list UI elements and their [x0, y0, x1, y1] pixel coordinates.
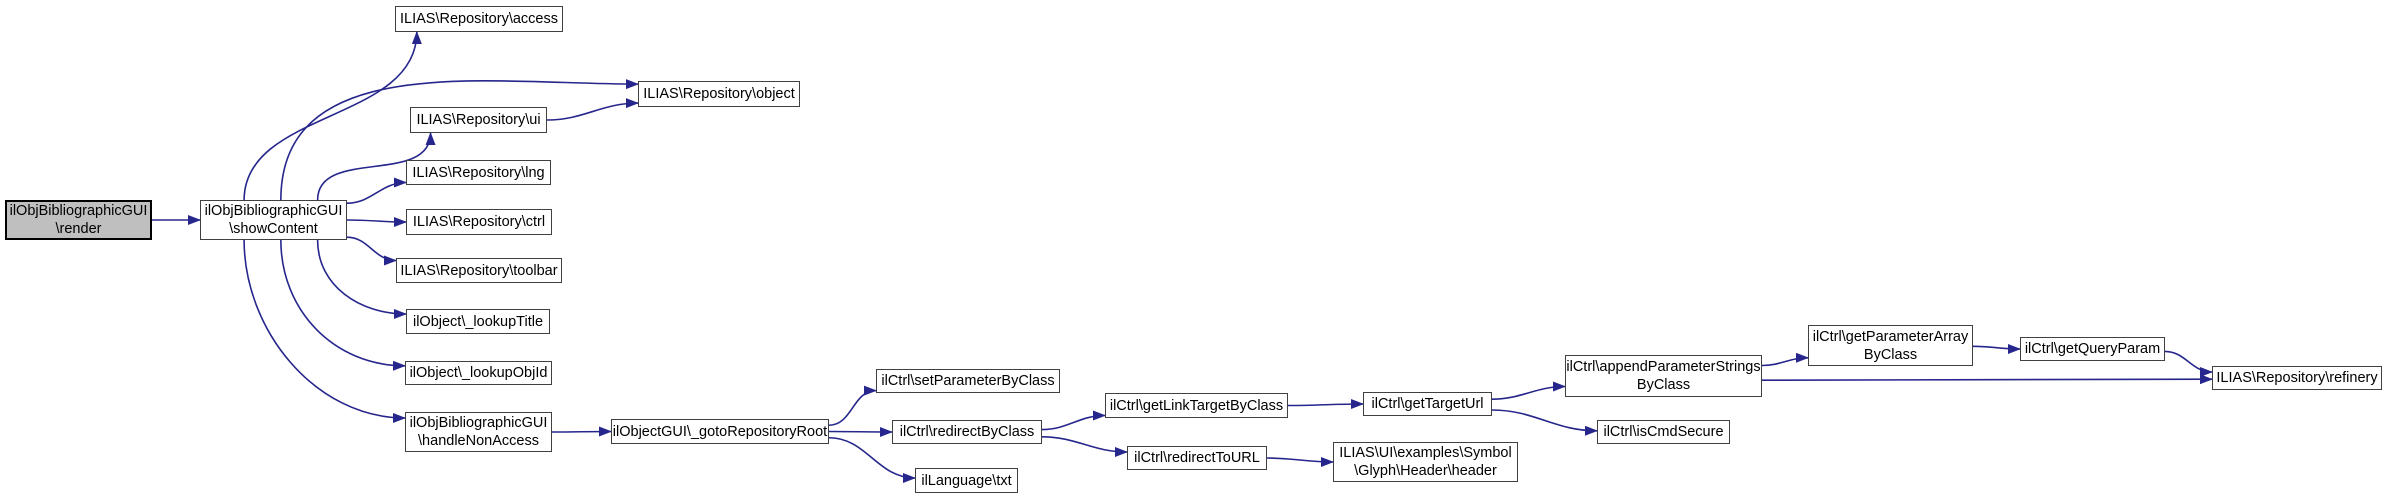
- node-toolbar[interactable]: ILIAS\Repository\toolbar: [396, 258, 562, 283]
- node-render: ilObjBibliographicGUI \render: [5, 200, 152, 240]
- node-ctrl[interactable]: ILIAS\Repository\ctrl: [406, 209, 552, 235]
- edge-appendParameterStrings-to-getParameterArray: [1761, 352, 1809, 367]
- edge-showContent-to-ctrl: [346, 216, 407, 227]
- edge-showContent-to-handleNonAccess: [243, 239, 406, 423]
- node-txt[interactable]: ilLanguage\txt: [915, 468, 1018, 493]
- node-label: \Glyph\Header\header: [1354, 463, 1497, 479]
- edge-getParameterArray-to-getQueryParam: [1972, 343, 2021, 354]
- node-redirectByClass[interactable]: ilCtrl\redirectByClass: [892, 420, 1042, 444]
- edge-showContent-to-toolbar: [346, 236, 397, 266]
- node-setParameterByClass[interactable]: ilCtrl\setParameterByClass: [876, 369, 1060, 393]
- edge-appendParameterStrings-to-refinery: [1761, 374, 2213, 385]
- edge-showContent-to-lng: [346, 177, 407, 204]
- node-getTargetUrl[interactable]: ilCtrl\getTargetUrl: [1363, 392, 1492, 416]
- edge-getTargetUrl-to-isCmdSecure: [1491, 409, 1598, 436]
- node-isCmdSecure[interactable]: ilCtrl\isCmdSecure: [1597, 420, 1730, 444]
- node-access[interactable]: ILIAS\Repository\access: [395, 6, 563, 32]
- node-label: ilObjBibliographicGUI: [409, 415, 548, 431]
- node-label: ilCtrl\redirectByClass: [899, 424, 1035, 440]
- node-label: ilObjectGUI\_gotoRepositoryRoot: [612, 423, 828, 440]
- node-label: ilCtrl\getLinkTargetByClass: [1109, 397, 1284, 414]
- node-label: ilCtrl\isCmdSecure: [1603, 424, 1724, 440]
- node-label: ilCtrl\getQueryParam: [2024, 341, 2161, 357]
- node-label: ilCtrl\redirectToURL: [1134, 450, 1260, 466]
- node-gotoRepositoryRoot[interactable]: ilObjectGUI\_gotoRepositoryRoot: [611, 419, 829, 444]
- node-object[interactable]: ILIAS\Repository\object: [638, 81, 800, 107]
- edge-ui-to-object: [546, 98, 639, 121]
- edge-showContent-to-lookupObjId: [280, 239, 406, 371]
- node-label: ILIAS\Repository\ui: [416, 112, 541, 128]
- node-lng[interactable]: ILIAS\Repository\lng: [406, 160, 551, 185]
- edge-showContent-to-access: [243, 31, 422, 201]
- node-label: ilObjBibliographicGUI: [9, 203, 148, 219]
- edge-getQueryParam-to-refinery: [2164, 350, 2213, 377]
- node-label: ILIAS\Repository\ctrl: [412, 214, 546, 230]
- node-handleNonAccess[interactable]: ilObjBibliographicGUI \handleNonAccess: [405, 412, 552, 452]
- edge-getLinkTargetByClass-to-getTargetUrl: [1287, 399, 1364, 410]
- node-label: ilObjBibliographicGUI: [204, 203, 343, 219]
- edge-showContent-to-object: [280, 79, 639, 201]
- node-label: ilLanguage\txt: [921, 472, 1012, 489]
- node-label: ilCtrl\getTargetUrl: [1371, 396, 1484, 412]
- node-label: ILIAS\Repository\object: [643, 86, 795, 102]
- node-label: ILIAS\UI\examples\Symbol: [1339, 445, 1512, 461]
- node-label: \handleNonAccess: [418, 433, 539, 449]
- node-ui[interactable]: ILIAS\Repository\ui: [410, 107, 547, 133]
- node-label: \showContent: [229, 221, 318, 237]
- edge-redirectByClass-to-redirectToURL: [1041, 436, 1128, 457]
- edge-handleNonAccess-to-gotoRepositoryRoot: [551, 426, 612, 437]
- node-header[interactable]: ILIAS\UI\examples\Symbol \Glyph\Header\he…: [1333, 442, 1518, 482]
- node-label: ILIAS\Repository\toolbar: [400, 262, 558, 279]
- node-label: \render: [55, 221, 102, 237]
- edge-getTargetUrl-to-appendParameterStrings: [1491, 381, 1566, 400]
- node-label: ILIAS\Repository\access: [400, 11, 558, 27]
- node-lookupTitle[interactable]: ilObject\_lookupTitle: [406, 309, 550, 334]
- node-label: ILIAS\Repository\lng: [412, 164, 545, 181]
- node-getQueryParam[interactable]: ilCtrl\getQueryParam: [2020, 337, 2165, 361]
- node-label: ByClass: [1636, 377, 1691, 393]
- node-getLinkTargetByClass[interactable]: ilCtrl\getLinkTargetByClass: [1105, 393, 1288, 418]
- node-refinery[interactable]: ILIAS\Repository\refinery: [2212, 366, 2382, 390]
- edge-redirectToURL-to-header: [1266, 456, 1334, 467]
- node-label: ilCtrl\setParameterByClass: [881, 373, 1055, 389]
- node-redirectToURL[interactable]: ilCtrl\redirectToURL: [1127, 446, 1267, 470]
- edge-showContent-to-lookupTitle: [316, 239, 407, 319]
- edge-gotoRepositoryRoot-to-setParameterByClass: [828, 385, 877, 427]
- node-label: ByClass: [1863, 346, 1918, 363]
- node-label: ilObject\_lookupObjId: [409, 365, 548, 381]
- node-showContent[interactable]: ilObjBibliographicGUI \showContent: [200, 200, 347, 240]
- node-label: ilObject\_lookupTitle: [412, 313, 544, 330]
- node-label: ilCtrl\appendParameterStrings: [1566, 359, 1761, 375]
- edge-redirectByClass-to-getLinkTargetByClass: [1041, 410, 1106, 431]
- node-label: ILIAS\Repository\refinery: [2216, 370, 2378, 386]
- node-lookupObjId[interactable]: ilObject\_lookupObjId: [405, 361, 552, 385]
- node-label: ilCtrl\getParameterArray: [1812, 328, 1969, 345]
- edge-gotoRepositoryRoot-to-redirectByClass: [828, 426, 893, 437]
- edge-showContent-to-ui: [316, 132, 436, 201]
- edge-gotoRepositoryRoot-to-txt: [828, 436, 916, 483]
